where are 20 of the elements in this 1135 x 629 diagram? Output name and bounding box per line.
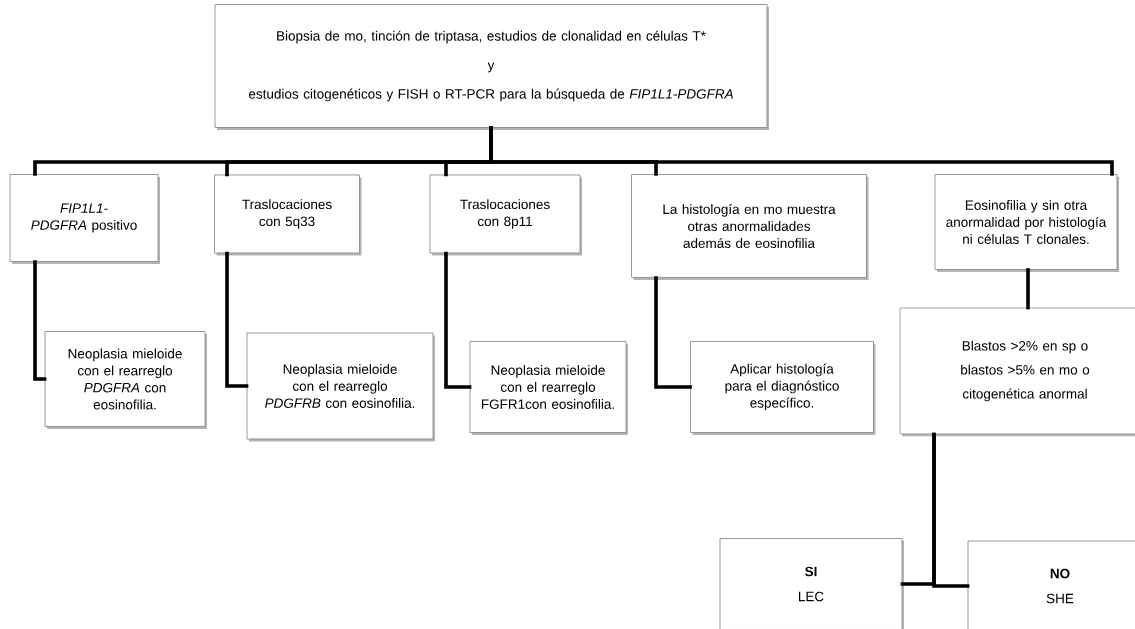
process-box: FIP1L1-PDGFRA positivo: [9, 174, 160, 264]
process-box: SI LEC: [719, 538, 904, 629]
process-box: Blastos >2% en sp o blastos >5% en mo o citogenética anormal: [899, 307, 1135, 437]
connector-line: [444, 251, 472, 389]
process-box: Biopsia de mo, tinción de triptasa, estudios de clonalidad en células T* y estudios citogenéticos y FISH o RT-PCR para la búsqueda de FIP1L1-PDGFRA: [214, 4, 769, 130]
connector-line: [932, 432, 970, 588]
process-box: Neoplasia mieloide con el rearreglo PDGFRA con eosinofilia.: [44, 331, 207, 429]
process-box: Eosinofilia y sin otra anormalidad por histología ni células T clonales.: [934, 174, 1119, 272]
connector-line: [1026, 268, 1030, 310]
connector-line: [654, 276, 692, 389]
process-box: Traslocaciones con 8p11: [429, 174, 582, 256]
process-box: Neoplasia mieloide con el rearreglo PDGFRB con eosinofilia.: [246, 332, 435, 442]
process-box: Neoplasia mieloide con el rearreglo FGFR1con eosinofilia.: [469, 341, 628, 435]
process-box: NO SHE: [967, 540, 1135, 629]
process-box: Traslocaciones con 5q33: [214, 174, 362, 256]
connector-line: [225, 251, 249, 388]
connector-line: [489, 126, 1114, 176]
connector-line: [33, 260, 47, 381]
process-box: La histología en mo muestra otras anormalidades además de eosinofilia: [631, 174, 869, 280]
process-box: Aplicar histología para el diagnóstico específico.: [690, 341, 876, 435]
